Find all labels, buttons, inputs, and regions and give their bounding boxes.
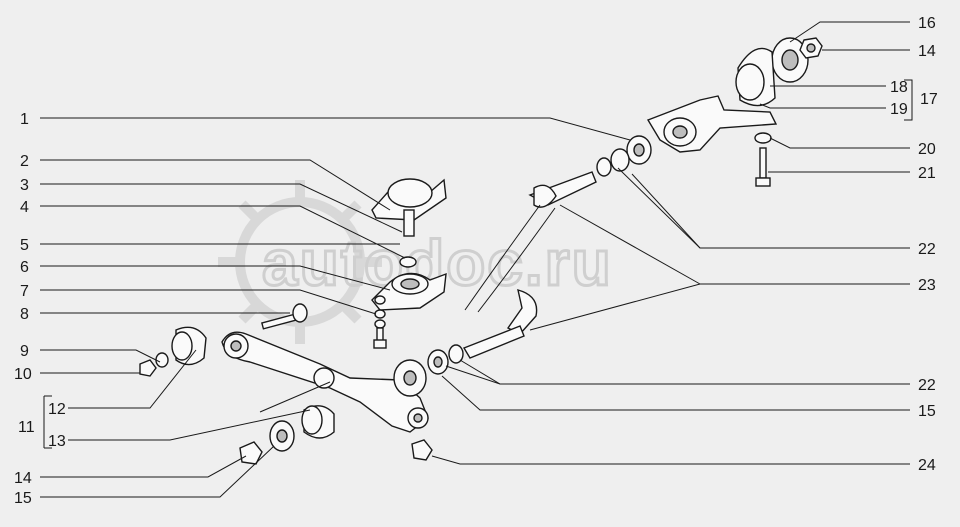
label-5: 5 bbox=[20, 237, 29, 254]
bolt-8 bbox=[261, 303, 308, 330]
label-4: 4 bbox=[20, 199, 29, 216]
label-19: 19 bbox=[890, 101, 908, 118]
label-16: 16 bbox=[918, 15, 936, 32]
lower-arm bbox=[221, 331, 429, 433]
label-14-left: 14 bbox=[14, 470, 32, 487]
label-11: 11 bbox=[18, 419, 35, 436]
label-12: 12 bbox=[48, 401, 66, 418]
label-8: 8 bbox=[20, 306, 29, 323]
label-20: 20 bbox=[918, 141, 936, 158]
leader-lines bbox=[40, 117, 631, 498]
label-22-lower: 22 bbox=[918, 377, 936, 394]
label-15-right: 15 bbox=[918, 403, 936, 420]
label-2: 2 bbox=[20, 153, 29, 170]
upper-arm-assembly bbox=[646, 37, 823, 187]
ball-joint-assembly bbox=[371, 178, 447, 349]
left-labels: 1 2 3 4 5 6 7 8 9 10 12 11 13 14 15 bbox=[14, 111, 66, 507]
label-17: 17 bbox=[920, 91, 938, 108]
label-9: 9 bbox=[20, 343, 29, 360]
upper-strut-rod bbox=[464, 135, 652, 313]
label-13: 13 bbox=[48, 433, 66, 450]
label-18: 18 bbox=[890, 79, 908, 96]
label-24: 24 bbox=[918, 457, 936, 474]
label-3: 3 bbox=[20, 177, 29, 194]
small-parts bbox=[139, 326, 433, 465]
label-14-right: 14 bbox=[918, 43, 936, 60]
leader-lines-right bbox=[431, 21, 913, 465]
label-22-upper: 22 bbox=[918, 241, 936, 258]
label-1: 1 bbox=[20, 111, 29, 128]
label-23: 23 bbox=[918, 277, 936, 294]
label-6: 6 bbox=[20, 259, 29, 276]
label-21: 21 bbox=[918, 165, 936, 182]
right-labels: 16 14 18 17 19 20 21 22 23 22 15 24 bbox=[890, 15, 938, 474]
label-15-left: 15 bbox=[14, 490, 32, 507]
label-7: 7 bbox=[20, 283, 29, 300]
lower-strut-rod bbox=[427, 289, 538, 375]
label-10: 10 bbox=[14, 366, 32, 383]
